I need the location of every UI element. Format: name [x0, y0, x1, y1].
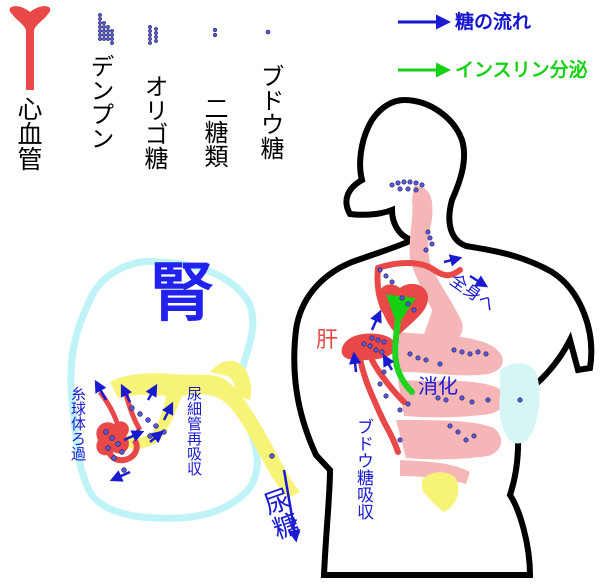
- heart-vessel-icon: [10, 6, 51, 90]
- liver-label: 肝: [316, 330, 338, 352]
- glomerulus: [96, 392, 140, 460]
- disaccharide-dots-icon: [213, 28, 217, 37]
- digestion-label: 消化: [418, 376, 458, 396]
- glucose-absorption-label: ブドウ糖吸収: [354, 418, 371, 520]
- heart-vessel-label: 心血管: [16, 96, 41, 171]
- sugar-type-oligosaccharide: オリゴ糖: [142, 74, 166, 170]
- legend-insulin-label: インスリン分泌: [455, 61, 588, 80]
- kidney-title: 腎: [150, 262, 214, 326]
- sugar-type-disaccharide: 二糖類: [202, 96, 226, 168]
- sugar-type-glucose: ブドウ糖: [258, 64, 282, 160]
- sugar-type-starch: デンプン: [88, 54, 112, 150]
- pancreas: [499, 363, 539, 443]
- starch-dots-icon: [98, 13, 113, 44]
- glucose-dot-icon: [266, 30, 270, 34]
- oligosaccharide-dots-icon: [148, 25, 157, 44]
- bladder-tube: [422, 472, 458, 512]
- legend-sugar-flow-label: 糖の流れ: [455, 13, 531, 32]
- tubular-reabsorption-label: 尿細管再吸収: [186, 386, 201, 476]
- glomerular-filtration-label: 糸球体ろ過: [70, 386, 85, 461]
